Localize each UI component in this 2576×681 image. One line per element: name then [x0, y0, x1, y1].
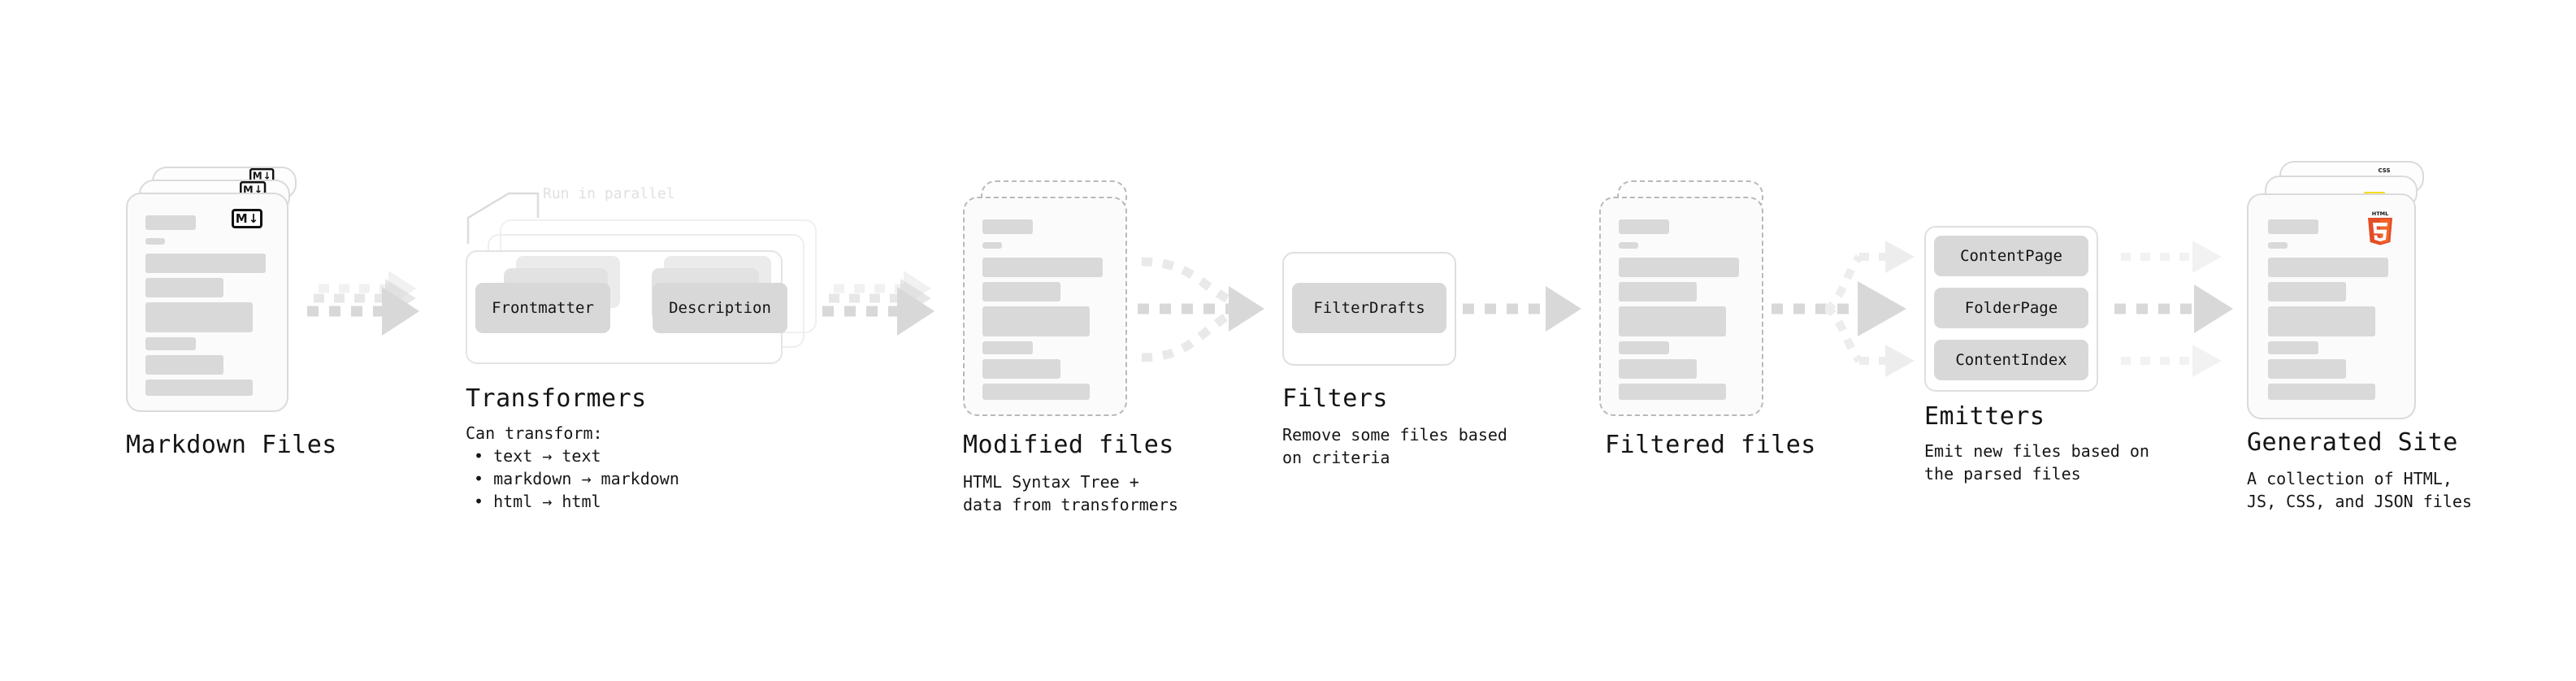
generated-site-stack: CSS HTML [2247, 161, 2442, 421]
skel-block-6 [2268, 384, 2375, 400]
transformers-desc-item-1: • markdown → markdown [474, 469, 679, 488]
skel-title [2268, 219, 2318, 234]
skel-block-1 [145, 254, 266, 273]
skel-block-3 [2268, 306, 2375, 336]
skel-block-2 [145, 278, 223, 297]
arrow-markdown-to-transformers [307, 271, 419, 336]
filtered-files-title: Filtered files [1605, 431, 1816, 459]
markdown-badge-letter: M [243, 183, 254, 196]
skel-block-1 [2268, 258, 2388, 277]
skel-sub [2268, 242, 2288, 249]
skel-block-5 [145, 355, 223, 375]
markdown-badge-arrow: ↓ [262, 170, 271, 182]
skel-sub [982, 242, 1002, 249]
skel-block-1 [982, 258, 1103, 277]
skel-title [982, 219, 1033, 234]
run-in-parallel-label: Run in parallel [543, 185, 675, 202]
emitters-desc-1: the parsed files [1924, 464, 2081, 484]
markdown-badge-letter: M [252, 170, 262, 182]
markdown-badge-arrow: ↓ [248, 210, 259, 226]
emitter-pill-contentindex-label: ContentIndex [1955, 351, 2067, 369]
transformer-pill-frontmatter-label: Frontmatter [492, 299, 594, 317]
skel-block-6 [145, 380, 253, 396]
skel-block-5 [2268, 359, 2346, 379]
filtered-card-front [1599, 197, 1763, 416]
skel-block-4 [982, 341, 1033, 354]
generated-site-desc-0: A collection of HTML, [2247, 469, 2452, 488]
transformers-desc-item-0: • text → text [474, 446, 601, 466]
markdown-badge-arrow: ↓ [254, 183, 263, 196]
arrow-filters-to-filtered [1463, 286, 1581, 332]
skel-block-2 [982, 282, 1060, 301]
emitters-desc-0: Emit new files based on [1924, 441, 2149, 461]
markdown-files-title: Markdown Files [126, 431, 337, 459]
markdown-badge-front: M ↓ [232, 209, 262, 228]
skel-block-3 [1619, 306, 1726, 336]
markdown-card-front [126, 193, 288, 412]
arrow-emitters-to-site [2114, 241, 2233, 377]
emitter-pill-contentpage-label: ContentPage [1960, 247, 2062, 265]
filtered-files-stack [1599, 180, 1786, 432]
transformers-desc-heading: Can transform: [466, 423, 603, 443]
modified-files-desc-1: data from transformers [963, 495, 1178, 514]
generated-site-desc-1: JS, CSS, and JSON files [2247, 492, 2472, 511]
skel-block-2 [2268, 282, 2346, 301]
modified-files-stack [963, 180, 1150, 432]
arrow-modified-to-filters [1138, 257, 1264, 362]
filter-pill-filterdrafts-label: FilterDrafts [1313, 299, 1425, 317]
filters-desc-0: Remove some files based [1282, 425, 1507, 445]
modified-card-front [963, 197, 1127, 416]
skel-sub [1619, 242, 1638, 249]
skel-block-2 [1619, 282, 1697, 301]
skel-block-1 [1619, 258, 1739, 277]
filters-desc-1: on criteria [1282, 448, 1390, 467]
arrow-transformers-to-modified [822, 271, 935, 336]
skel-block-5 [982, 359, 1060, 379]
emitters-title: Emitters [1924, 402, 2045, 431]
skel-block-3 [982, 306, 1090, 336]
generated-site-title: Generated Site [2247, 428, 2458, 457]
transformer-pill-description-label: Description [669, 299, 771, 317]
filters-title: Filters [1282, 384, 1388, 413]
modified-files-title: Modified files [963, 431, 1174, 459]
transformer-pill-frontmatter[interactable]: Frontmatter [475, 283, 610, 333]
filter-pill-filterdrafts[interactable]: FilterDrafts [1292, 283, 1446, 333]
skel-block-4 [145, 337, 196, 350]
skel-block-3 [145, 302, 253, 332]
skel-block-5 [1619, 359, 1697, 379]
skel-block-4 [1619, 341, 1669, 354]
css-badge-label: CSS [2378, 167, 2391, 174]
html5-badge: HTML [2366, 210, 2395, 245]
transformer-pill-description[interactable]: Description [653, 283, 787, 333]
emitter-pill-folderpage[interactable]: FolderPage [1934, 288, 2088, 328]
emitter-pill-contentpage[interactable]: ContentPage [1934, 236, 2088, 276]
markdown-files-stack: M ↓ M ↓ M ↓ [126, 167, 313, 419]
skel-title [145, 215, 196, 230]
transformers-desc-item-2: • html → html [474, 492, 601, 511]
skel-sub [145, 238, 165, 245]
modified-files-desc-0: HTML Syntax Tree + [963, 472, 1139, 492]
transformers-title: Transformers [466, 384, 647, 413]
skel-title [1619, 219, 1669, 234]
markdown-badge-letter: M [235, 210, 248, 226]
skel-block-6 [982, 384, 1090, 400]
emitter-pill-folderpage-label: FolderPage [1964, 299, 2058, 317]
svg-text:HTML: HTML [2372, 210, 2388, 217]
emitter-pill-contentindex[interactable]: ContentIndex [1934, 340, 2088, 380]
skel-block-4 [2268, 341, 2318, 354]
skel-block-6 [1619, 384, 1726, 400]
arrow-filtered-to-emitters [1772, 241, 1915, 377]
